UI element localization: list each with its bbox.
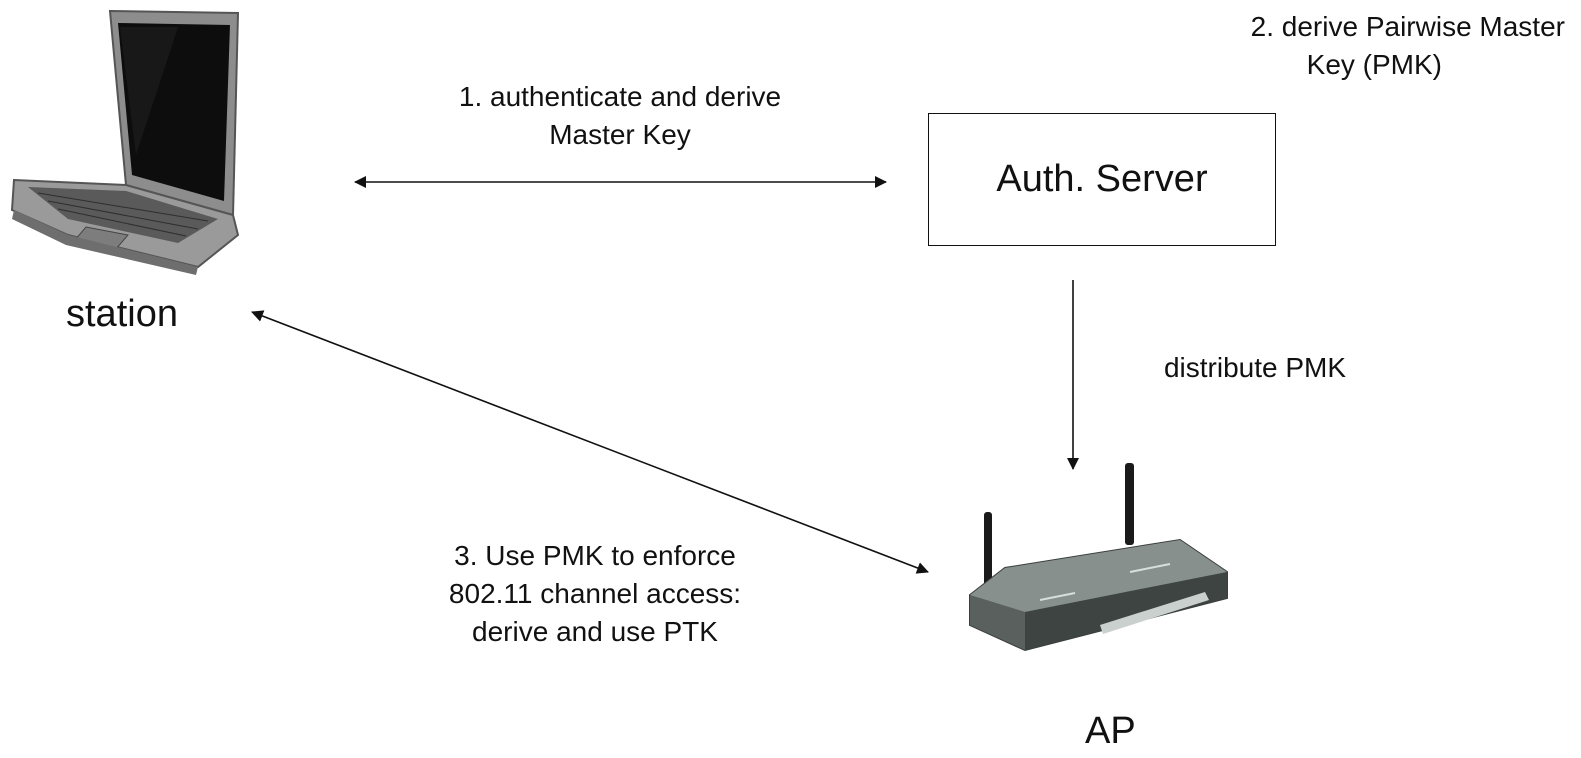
step3-label: 3. Use PMK to enforce 802.11 channel acc…: [448, 540, 742, 647]
auth-server-box: Auth. Server: [928, 113, 1276, 246]
step2-label: 2. derive Pairwise Master Key (PMK): [1250, 11, 1565, 80]
distribute-pmk-label: distribute PMK: [1163, 352, 1347, 383]
station-label: station: [66, 293, 178, 335]
ap-label: AP: [1085, 710, 1136, 752]
step1-label: 1. authenticate and derive Master Key: [458, 81, 782, 150]
laptop-icon: [10, 9, 240, 275]
arrow-station-ap: [251, 310, 929, 574]
auth-server-label: Auth. Server: [996, 158, 1208, 200]
wireless-router-icon: [969, 463, 1228, 652]
